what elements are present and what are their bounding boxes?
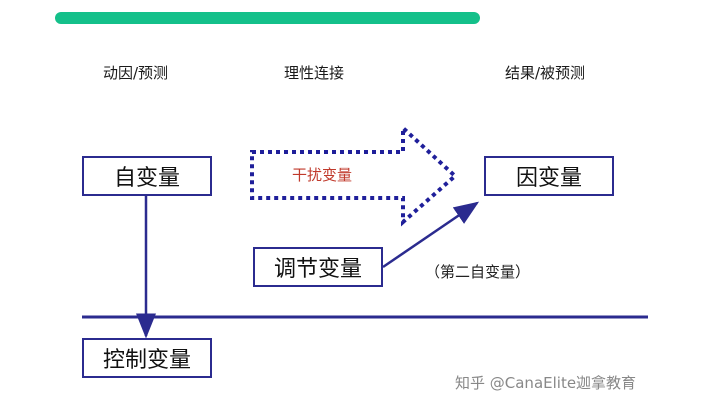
watermark: 知乎 @CanaElite迦拿教育 (455, 374, 637, 392)
moderator-variable-box: 调节变量 (253, 247, 383, 287)
dependent-variable-label: 因变量 (515, 166, 582, 191)
interference-label: 干扰变量 (292, 166, 353, 184)
moderator-to-dependent-arrow (382, 201, 480, 269)
independent-variable-box: 自变量 (82, 156, 212, 196)
control-variable-label: 控制变量 (102, 348, 191, 373)
column-label-cause: 动因/预测 (103, 64, 169, 82)
control-variable-box: 控制变量 (82, 338, 212, 378)
independent-variable-label: 自变量 (113, 166, 180, 191)
column-label-result: 结果/被预测 (505, 64, 586, 82)
moderator-note: （第二自变量） (425, 263, 531, 281)
interference-arrow (250, 123, 458, 227)
dependent-variable-box: 因变量 (484, 156, 614, 196)
column-label-connection: 理性连接 (284, 64, 345, 82)
moderator-variable-label: 调节变量 (273, 257, 362, 282)
top-accent-bar (55, 12, 480, 24)
